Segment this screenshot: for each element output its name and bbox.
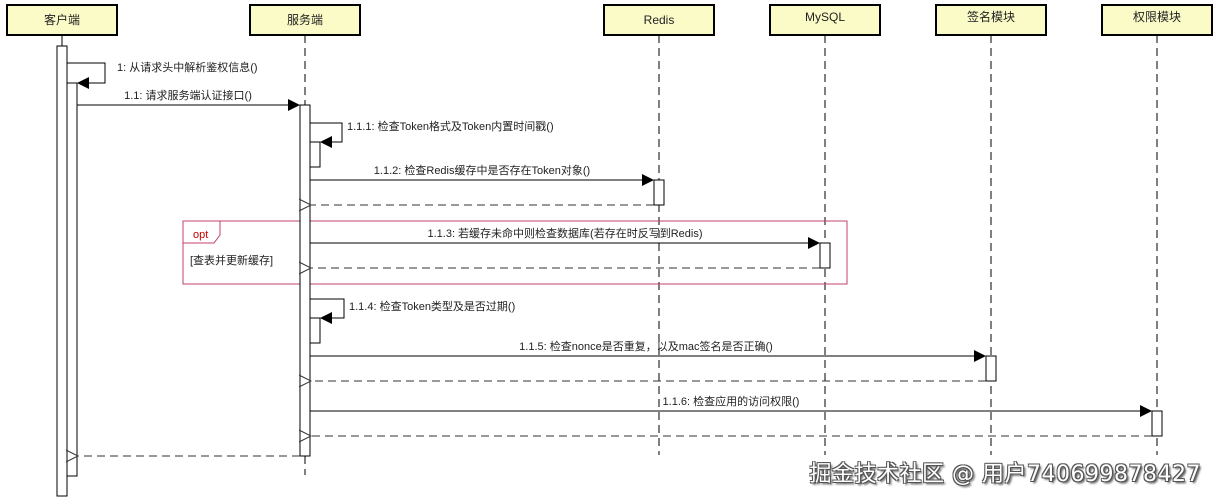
- message-label: 1.1.1: 检查Token格式及Token内置时间戳(): [347, 119, 554, 133]
- lifeline-header-server[interactable]: [249, 4, 361, 36]
- activation-sign: [985, 355, 997, 382]
- fragment-tab: [183, 221, 221, 244]
- activation-server-self-2: [309, 317, 321, 344]
- activation-client-inner: [66, 82, 78, 477]
- lifeline-client: 客户端: [6, 4, 118, 46]
- fragment-frame: [182, 220, 848, 285]
- lifeline-label-client: 客户端: [44, 12, 80, 27]
- lifeline-label-server: 服务端: [287, 12, 323, 27]
- message-1-1[interactable]: 1.1: 请求服务端认证接口(): [77, 89, 300, 111]
- lifeline-label-redis: Redis: [644, 13, 675, 27]
- activation-server-self-1: [309, 141, 321, 168]
- message-1-1-6[interactable]: 1.1.6: 检查应用的访问权限(): [310, 394, 1152, 417]
- watermark: 掘金技术社区 @ 用户740699878427: [809, 462, 1201, 487]
- message-label: 1: 从请求头中解析鉴权信息(): [117, 60, 258, 74]
- lifeline-label-mysql: MySQL: [805, 10, 845, 24]
- message-label: 1.1.6: 检查应用的访问权限(): [663, 394, 800, 408]
- message-label: 1.1: 请求服务端认证接口(): [124, 89, 252, 102]
- activation-server: [299, 104, 311, 457]
- lifeline-header-sign[interactable]: [935, 4, 1047, 36]
- message-label: 1.1.2: 检查Redis缓存中是否存在Token对象(): [374, 163, 590, 177]
- activation-client-outer: [56, 45, 68, 497]
- activation-redis: [653, 179, 665, 206]
- lifeline-sign: 签名模块: [935, 4, 1047, 455]
- message-1-1-4[interactable]: 1.1.4: 检查Token类型及是否过期(): [310, 298, 515, 324]
- message-label: 1.1.5: 检查nonce是否重复，以及mac签名是否正确(): [519, 339, 773, 353]
- lifeline-perm: 权限模块: [1101, 4, 1213, 455]
- lifeline-header-perm[interactable]: [1101, 4, 1213, 36]
- lifeline-label-sign: 签名模块: [967, 9, 1015, 24]
- message-1-1-2[interactable]: 1.1.2: 检查Redis缓存中是否存在Token对象(): [310, 163, 654, 186]
- activation-perm: [1151, 410, 1163, 437]
- message-label: 1.1.3: 若缓存未命中则检查数据库(若存在时反写到Redis): [427, 226, 702, 240]
- lifeline-mysql: MySQL: [769, 4, 881, 455]
- message-1-1-1[interactable]: 1.1.1: 检查Token格式及Token内置时间戳(): [310, 119, 554, 148]
- lifeline-redis: Redis: [603, 4, 715, 455]
- message-1-1-5[interactable]: 1.1.5: 检查nonce是否重复，以及mac签名是否正确(): [310, 339, 986, 362]
- message-label: 1.1.4: 检查Token类型及是否过期(): [349, 299, 515, 313]
- lifeline-label-perm: 权限模块: [1133, 10, 1181, 24]
- activation-mysql: [819, 242, 831, 269]
- message-1-1-3[interactable]: 1.1.3: 若缓存未命中则检查数据库(若存在时反写到Redis): [310, 226, 820, 249]
- lifeline-server: 服务端: [249, 4, 361, 475]
- fragment-operator: opt: [193, 229, 208, 241]
- opt-fragment: opt [查表并更新缓存]: [182, 220, 848, 285]
- fragment-guard: [查表并更新缓存]: [190, 253, 273, 267]
- message-1[interactable]: 1: 从请求头中解析鉴权信息(): [67, 60, 258, 89]
